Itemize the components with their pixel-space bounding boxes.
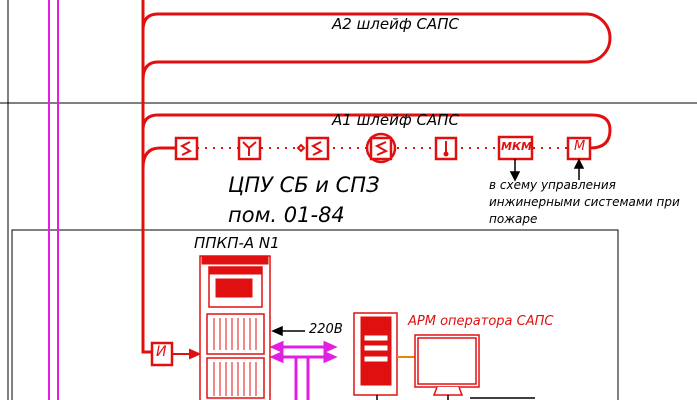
computer-tower-icon (353, 312, 398, 396)
monitor-icon (414, 334, 480, 396)
room-number: пом. 01-84 (228, 203, 345, 227)
riser-wire (141, 0, 152, 354)
a1-loop-label: А1 шлейф САПС (332, 111, 459, 129)
power-label: 220В (309, 322, 343, 337)
room-name: ЦПУ СБ и СПЗ (228, 173, 380, 197)
isolator-label: И (156, 344, 167, 360)
workstation-label: АРМ оператора САПС (408, 314, 554, 329)
data-bus (269, 340, 338, 400)
a1-loop-wire (141, 113, 612, 150)
room-boundary (11, 229, 619, 400)
note-line-2: инжинерными системами при (489, 195, 680, 209)
m-label: М (574, 139, 586, 154)
mkm-label: МКМ (501, 140, 532, 153)
panel-label: ППКП-А N1 (194, 234, 280, 252)
note-line-1: в схему управления (489, 178, 616, 192)
a1-loop-wire (141, 146, 175, 169)
panel-cabinet (199, 255, 271, 400)
a2-loop-label: А2 шлейф САПС (332, 15, 459, 33)
a2-loop-wire (141, 12, 612, 81)
note-line-3: пожаре (489, 212, 538, 226)
